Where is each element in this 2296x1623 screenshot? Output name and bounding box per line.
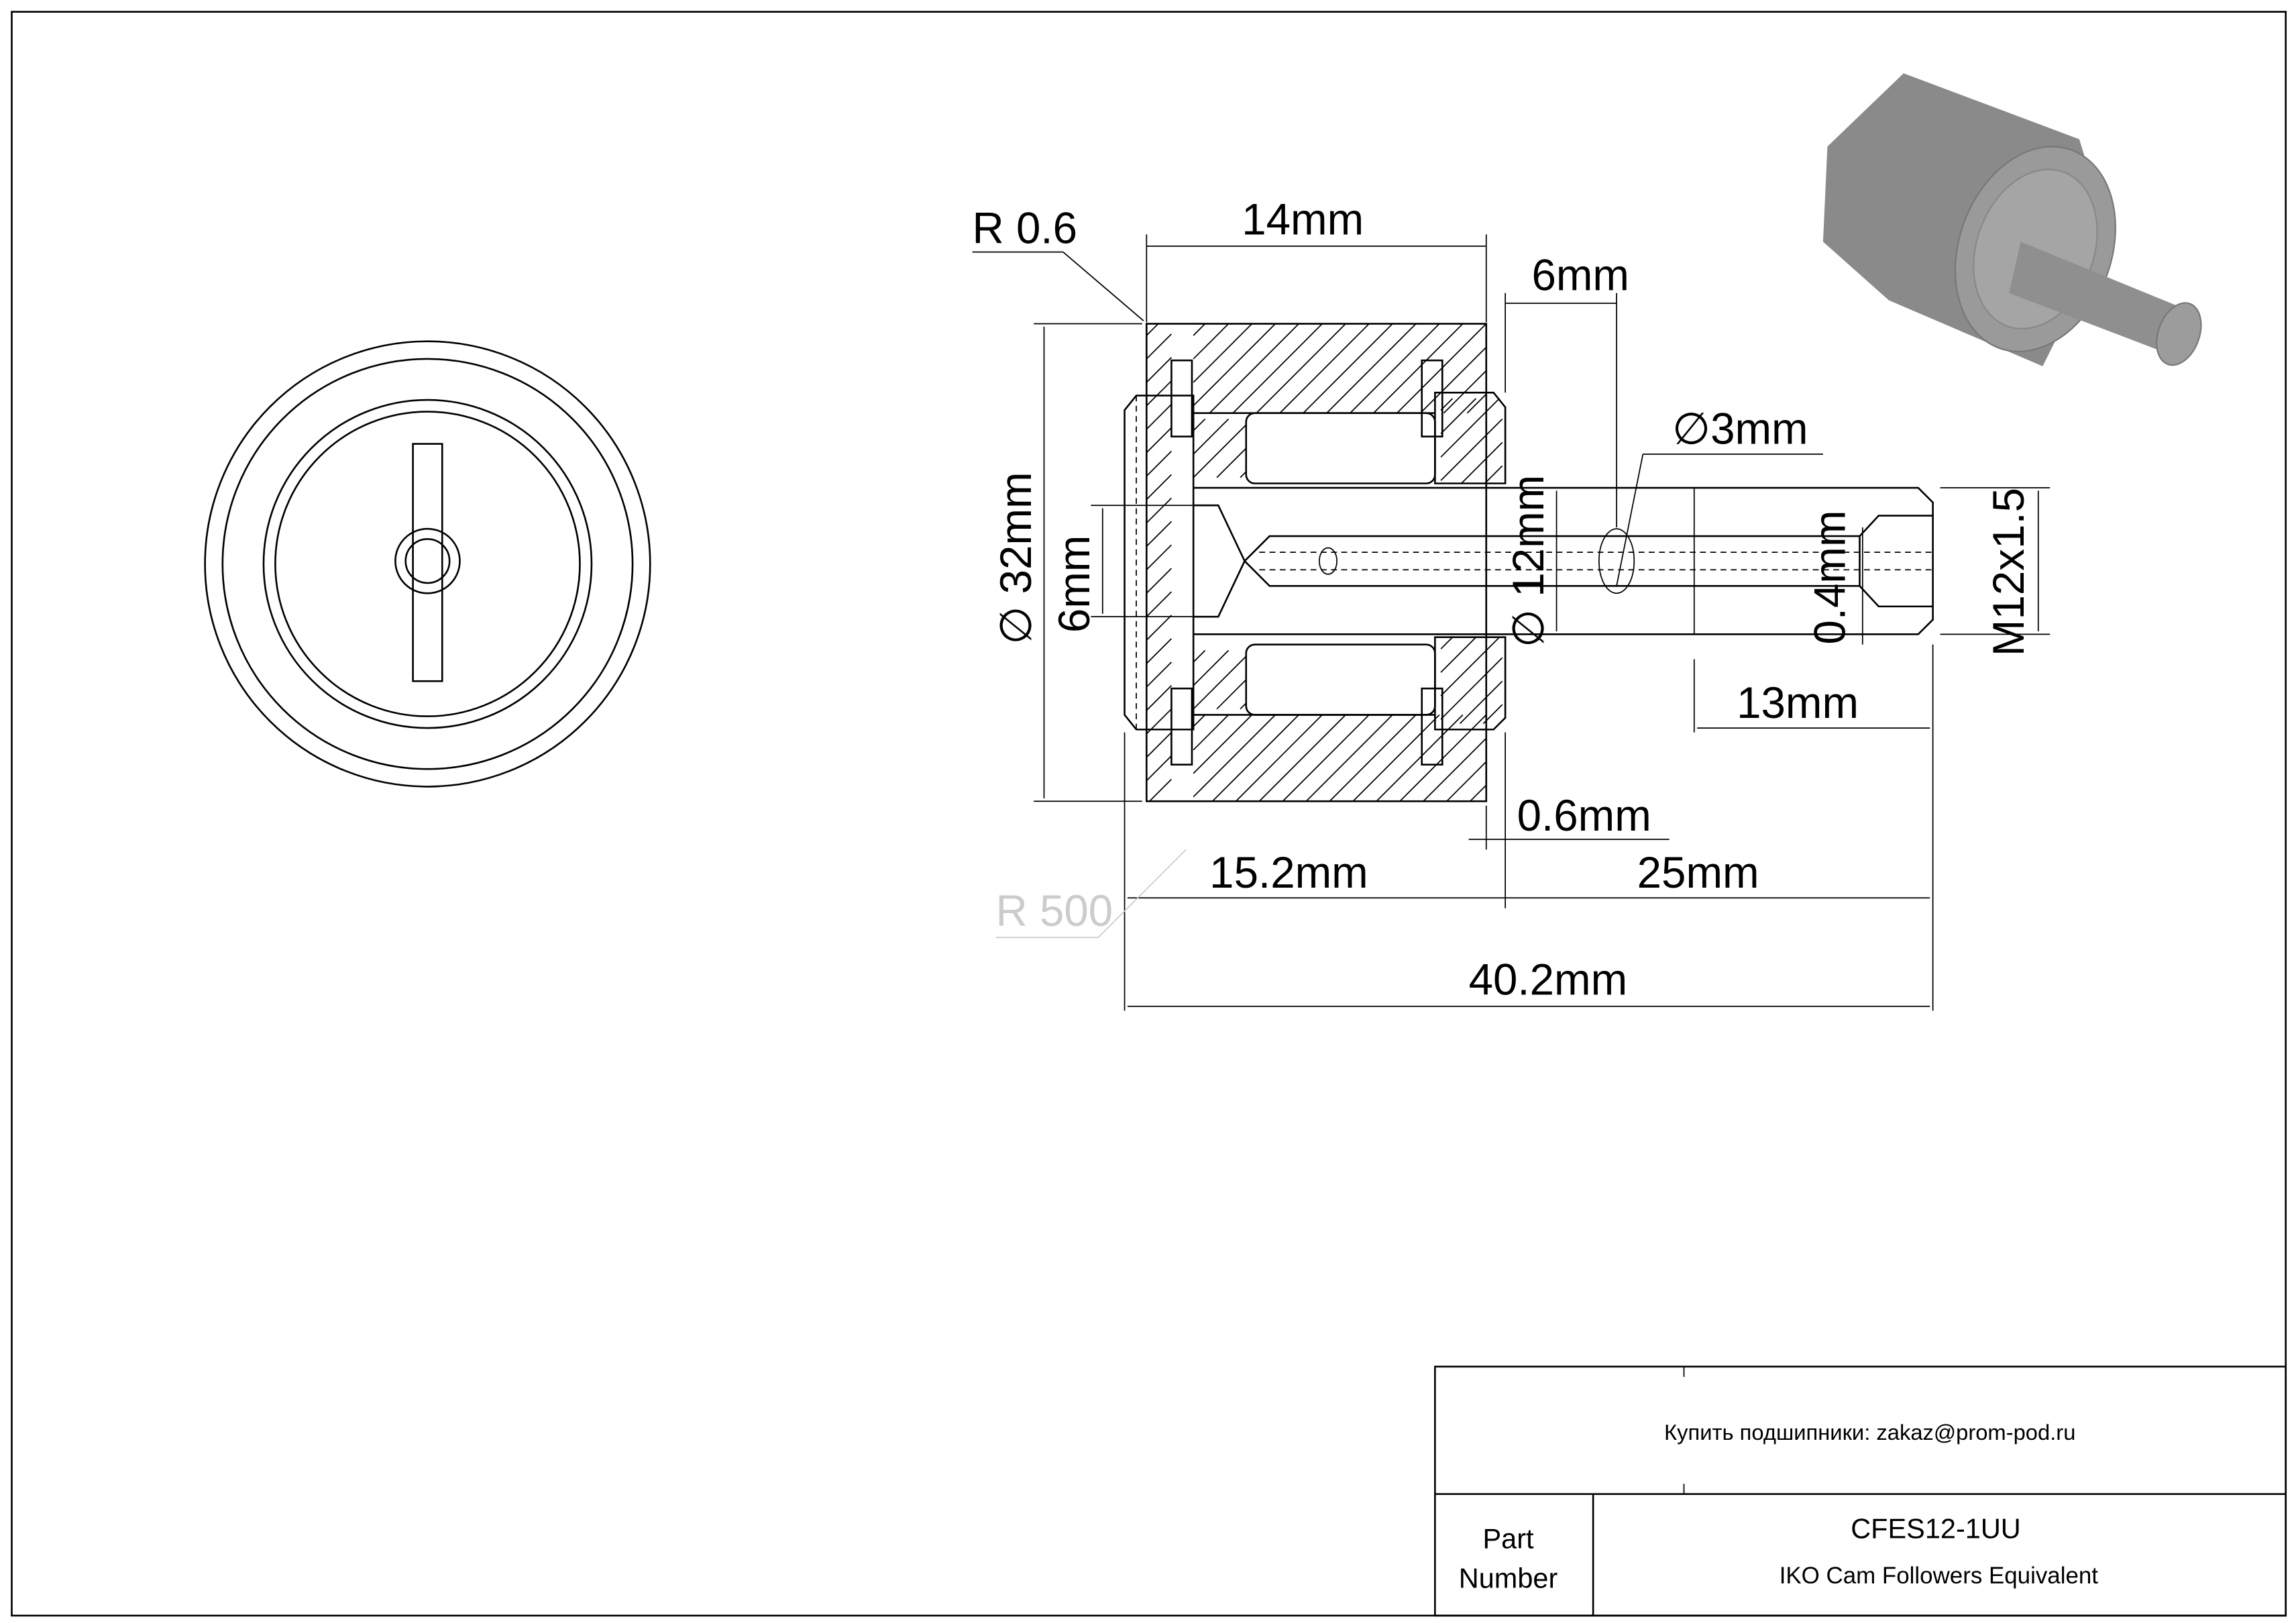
hatch-line (1193, 714, 1206, 727)
hatch-line (1373, 323, 1464, 414)
dim-width-14: 14mm (1242, 195, 1364, 244)
dim-thread: M12x1.5 (1984, 488, 2033, 656)
hatch-line (1240, 702, 1247, 710)
buy-text: Купить подшипники: zakaz@prom-pod.ru (1664, 1420, 2075, 1445)
hatch-line (1235, 714, 1323, 802)
hatch-line (1193, 323, 1229, 360)
hatch-line (1146, 403, 1172, 430)
hatch-line (1282, 714, 1370, 802)
hatch-line (1305, 714, 1393, 802)
hatch-line (1193, 649, 1229, 686)
hatch-line (1376, 714, 1464, 802)
dimension-labels: R 0.6 14mm 6mm ∅3mm ∅ 32mm 6mm ∅ 12mm 0.… (973, 195, 2033, 1004)
hatch-line (1459, 680, 1503, 725)
3d-render (1822, 73, 2202, 366)
hatch-line (1146, 638, 1172, 664)
hatch-line (1193, 649, 1206, 663)
dim-13: 13mm (1737, 678, 1859, 727)
dim-dia-32: ∅ 32mm (991, 472, 1040, 644)
hatch-line (1440, 637, 1500, 696)
hatch-line (1326, 323, 1417, 414)
hatch-line (1470, 784, 1487, 802)
hatch-line (1193, 714, 1253, 774)
dim-width-6: 6mm (1531, 250, 1629, 299)
hatch-line (1216, 679, 1247, 710)
hatch-line (1193, 323, 1276, 407)
hatch-line (1146, 521, 1172, 547)
hatch-line (1146, 333, 1172, 360)
hatch-line (1193, 656, 1247, 710)
hatch-line (1146, 427, 1172, 454)
dim-06: 0.6mm (1517, 791, 1651, 840)
hatch-line (1350, 323, 1440, 414)
number-label: Number (1459, 1563, 1558, 1594)
hatch-line (1440, 637, 1454, 649)
hatch-line (1440, 637, 1477, 673)
dimension-lines (972, 234, 2051, 1011)
hatch-line (1352, 714, 1440, 802)
dim-25: 25mm (1637, 848, 1759, 897)
hatch-line (1258, 714, 1346, 802)
hatch-line (1423, 737, 1487, 802)
hatch-line (1440, 398, 1500, 458)
hatch-line (1146, 755, 1172, 782)
hatch-line (1303, 323, 1393, 414)
hatch-line (1146, 357, 1172, 383)
hatch-line (1146, 544, 1172, 570)
hatch-line (1232, 323, 1323, 414)
hatch-line (1466, 393, 1487, 414)
dim-04: 0.4mm (1806, 510, 1855, 644)
hatch-line (1146, 474, 1172, 501)
hatch-line (1482, 704, 1503, 725)
hatch-line (1440, 657, 1503, 720)
hatch-line (1419, 346, 1487, 414)
hatch-line (1440, 398, 1477, 434)
hatch-line (1329, 714, 1417, 802)
hatch-line (1193, 418, 1206, 431)
hatch-line (1146, 615, 1172, 641)
hatch-line (1146, 591, 1172, 617)
hatch-line (1440, 418, 1503, 481)
dim-r06: R 0.6 (973, 203, 1078, 252)
hatch-line (1193, 714, 1276, 798)
hatch-line (1193, 714, 1229, 751)
hatch-line (1146, 323, 1159, 336)
hatch-line (1146, 568, 1172, 594)
dim-r500: R 500 (995, 886, 1113, 935)
dim-dia-3: ∅3mm (1672, 405, 1808, 454)
title-block: Купить подшипники: zakaz@prom-pod.ru Par… (1434, 1365, 2287, 1617)
part-label: Part (1482, 1523, 1534, 1555)
dim-6: 6mm (1050, 535, 1099, 633)
hatch-line (1146, 685, 1172, 711)
part-description: IKO Cam Followers Equivalent (1780, 1563, 2099, 1589)
hatch-line (1149, 778, 1172, 802)
hatch-line (1216, 448, 1247, 478)
part-number: CFES12-1UU (1851, 1512, 2021, 1544)
section-view (1124, 323, 1934, 802)
hatch-line (1240, 471, 1247, 478)
hatch-line (1256, 323, 1346, 414)
hatch-line (1146, 450, 1172, 477)
hatch-line (1446, 761, 1487, 802)
hatch-line (1146, 662, 1172, 688)
dim-402: 40.2mm (1469, 955, 1628, 1004)
hatch-line (1193, 424, 1247, 478)
hatch-line (1209, 323, 1299, 414)
hatch-line (1146, 380, 1172, 407)
sheet-border (11, 11, 2287, 1617)
hatch-line (1484, 465, 1503, 484)
hatch-line (1279, 323, 1370, 414)
front-view (204, 340, 651, 788)
hatch-line (1193, 323, 1253, 383)
dim-dia-12: ∅ 12mm (1504, 475, 1553, 647)
hatch-line (1193, 323, 1206, 336)
dim-152: 15.2mm (1209, 848, 1368, 897)
hatch-line (1461, 441, 1503, 484)
hatch-line (1146, 731, 1172, 758)
hatch-line (1193, 418, 1229, 455)
hatch-line (1211, 714, 1299, 802)
hatch-line (1146, 497, 1172, 524)
